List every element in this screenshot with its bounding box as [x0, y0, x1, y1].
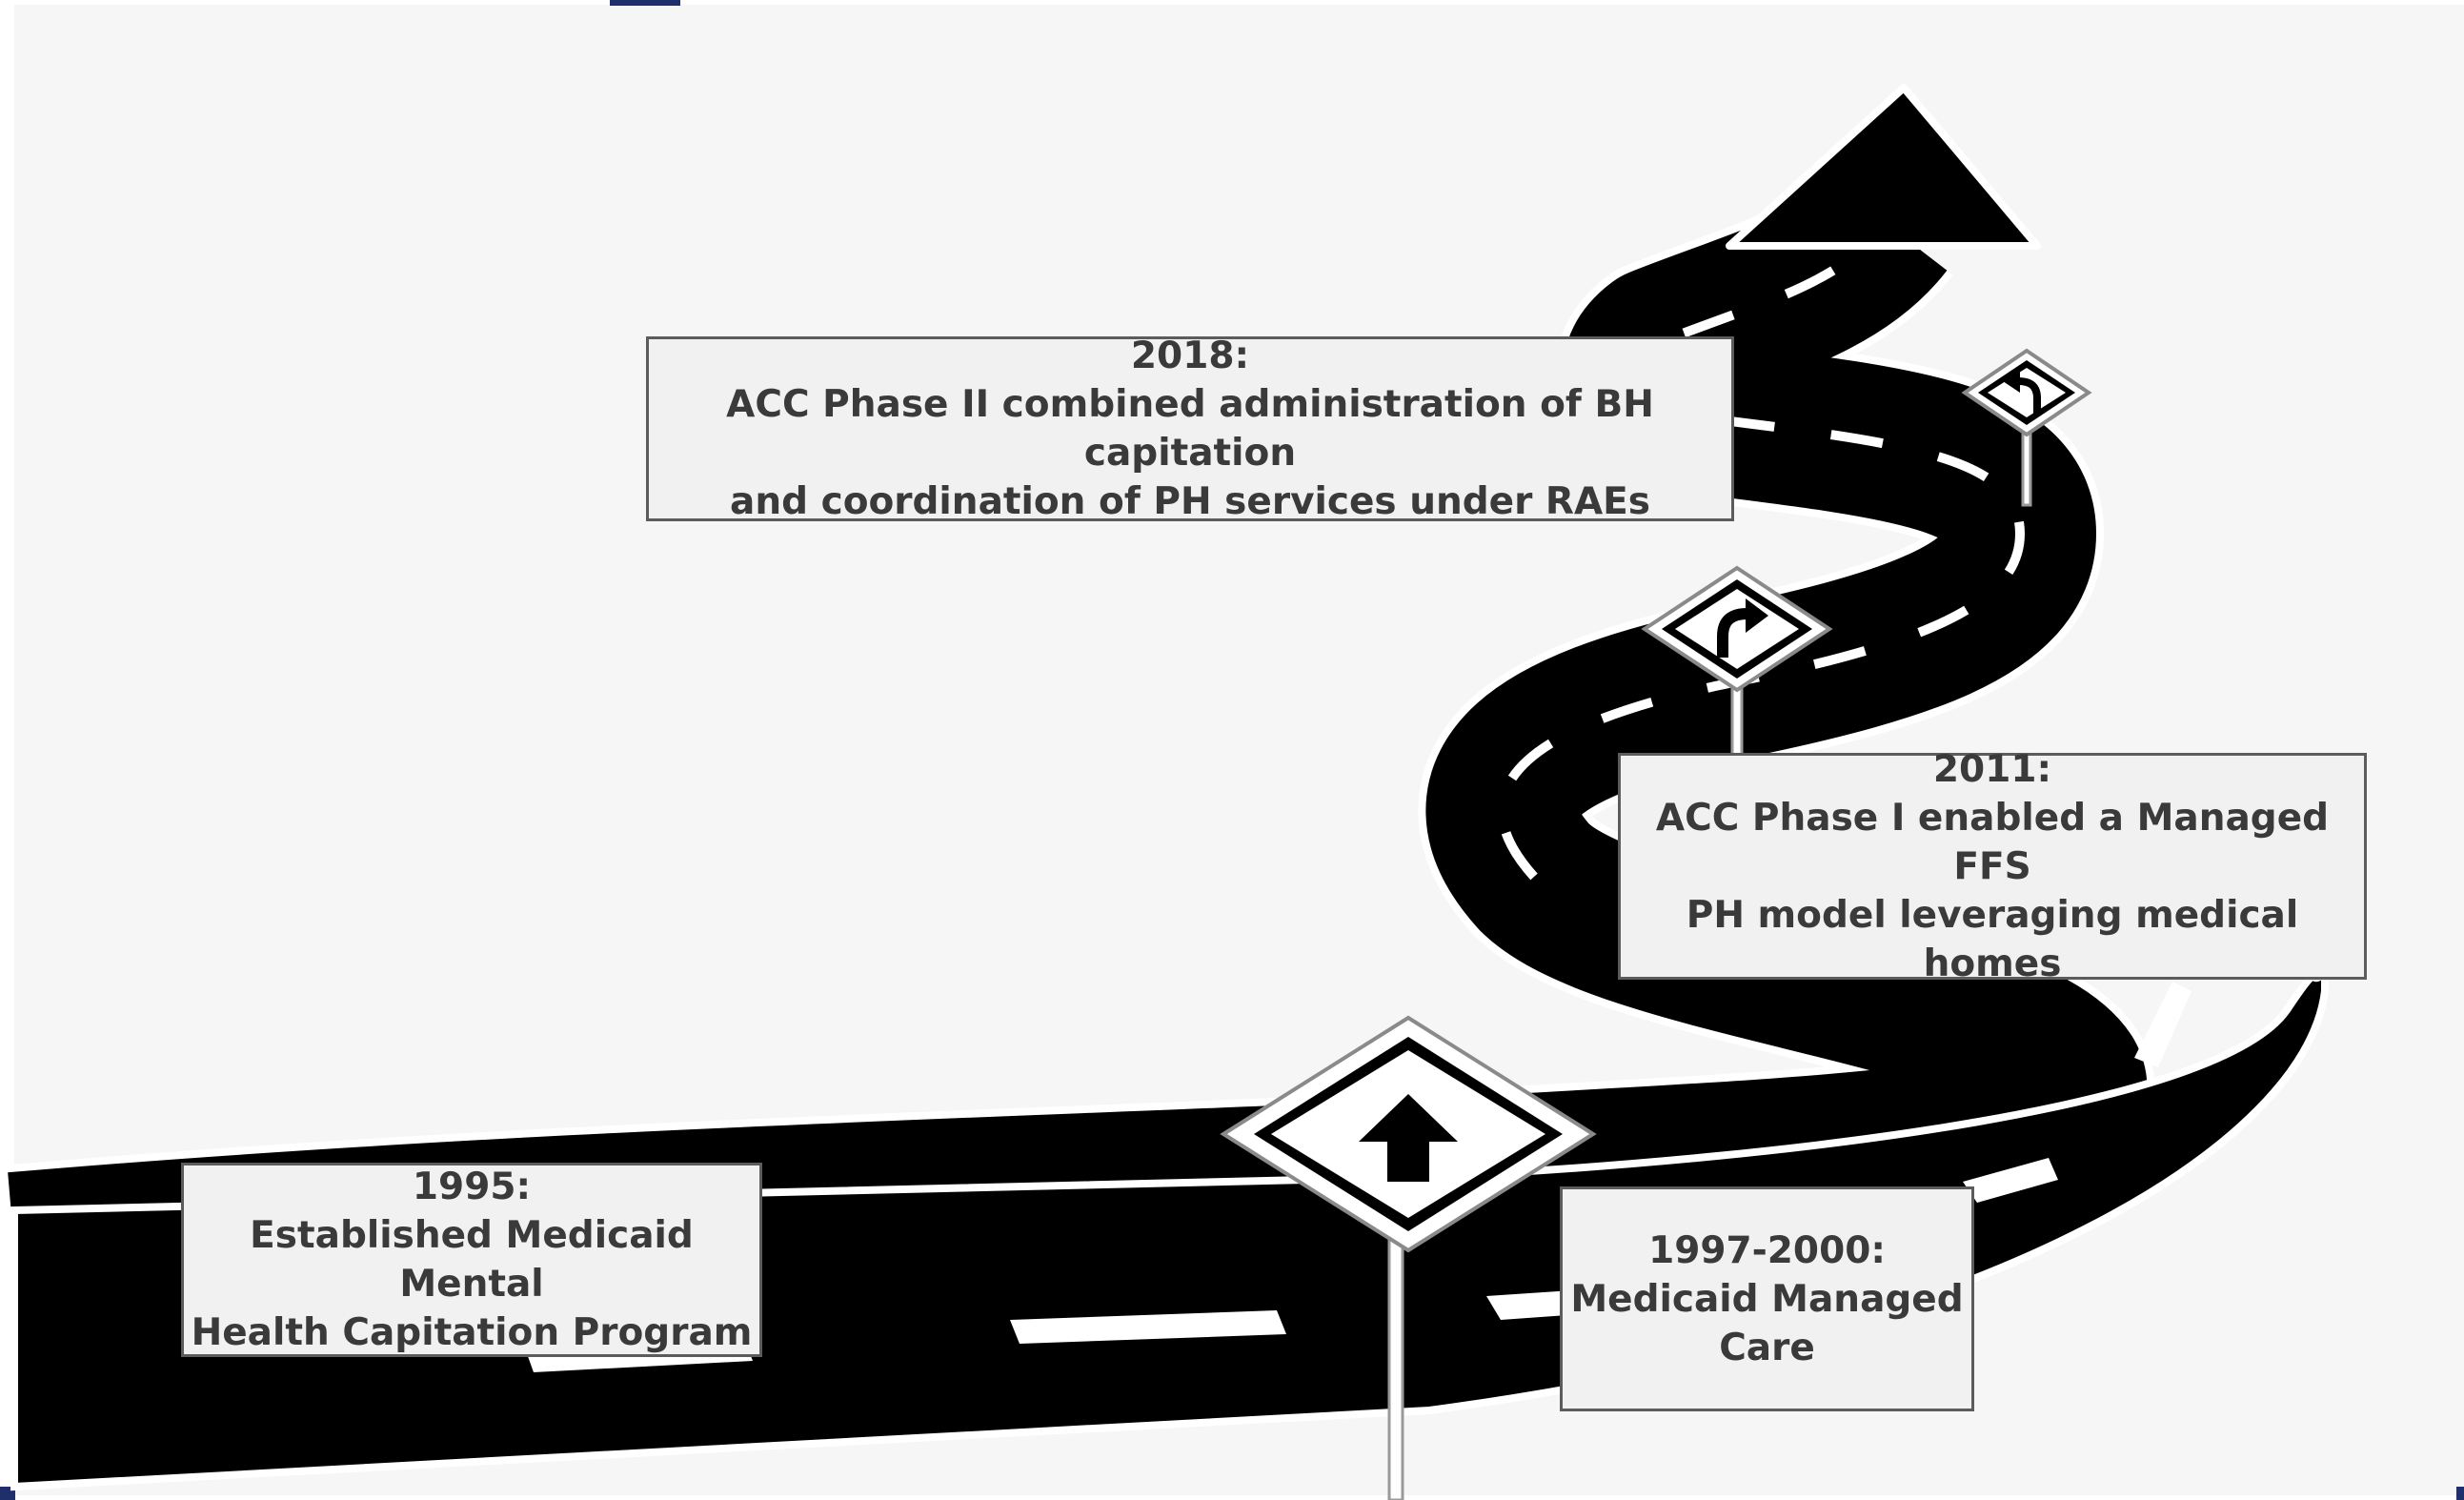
milestone-1995: 1995: Established Medicaid Mental Health…	[181, 1163, 762, 1357]
milestone-text: Health Capitation Program	[191, 1311, 753, 1354]
arrow-up-icon	[1359, 1094, 1458, 1182]
road-arrow-icon	[1726, 84, 2041, 250]
frame-accent	[2456, 1487, 2464, 1500]
milestone-text: ACC Phase II combined administration of …	[726, 383, 1654, 475]
milestone-text: Medicaid Managed	[1570, 1277, 1964, 1321]
turn-right-sign	[1641, 565, 1833, 762]
milestone-text: PH model leveraging medical homes	[1686, 893, 2299, 985]
turn-left-sign	[1961, 348, 2092, 507]
milestone-text: and coordination of PH services under RA…	[730, 480, 1650, 523]
milestone-year: 1995:	[412, 1166, 532, 1208]
center-line	[1497, 220, 2026, 881]
milestone-2011: 2011: ACC Phase I enabled a Managed FFS …	[1618, 748, 2367, 985]
milestone-text: Care	[1719, 1326, 1815, 1369]
frame-accent	[610, 0, 680, 6]
arrow-up-sign	[1220, 1015, 1597, 1500]
turn-right-icon	[1717, 598, 1768, 658]
milestone-text: ACC Phase I enabled a Managed FFS	[1655, 796, 2330, 888]
milestone-2018: 2018: ACC Phase II combined administrati…	[646, 334, 1734, 523]
milestone-text: Established Medicaid Mental	[250, 1214, 694, 1306]
milestone-year: 1997-2000:	[1648, 1228, 1886, 1272]
turn-left-icon	[2003, 370, 2041, 414]
milestone-year: 2011:	[1932, 747, 2052, 791]
milestone-year: 2018:	[1130, 334, 1250, 377]
milestone-1997-2000: 1997-2000: Medicaid Managed Care	[1560, 1186, 1974, 1411]
